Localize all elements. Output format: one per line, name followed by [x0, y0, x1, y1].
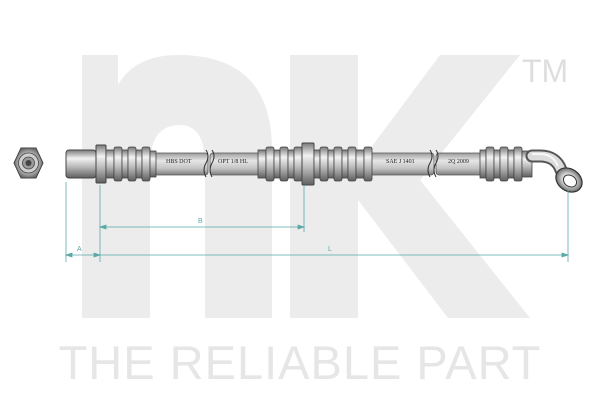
fitting-end-view: [13, 147, 44, 179]
dimension-lines: [64, 182, 570, 262]
left-fitting: [65, 144, 157, 184]
hose-label-1: HBS DOT: [166, 159, 192, 165]
hose-label-2: OPT 1/8 HL: [218, 159, 248, 165]
hose-label-3: SAE J 1401: [386, 159, 415, 165]
hose-label-4: 2Q 2009: [448, 159, 469, 165]
dimension-label-l: L: [328, 246, 332, 253]
right-fitting: [479, 146, 583, 193]
dimension-label-b: B: [198, 218, 203, 225]
brand-tagline: THE RELIABLE PART: [58, 336, 542, 389]
middle-fitting: [257, 142, 373, 186]
trademark-symbol: TM: [522, 53, 568, 89]
dimension-label-a: A: [77, 246, 82, 253]
nk-watermark-logo: [82, 55, 530, 318]
